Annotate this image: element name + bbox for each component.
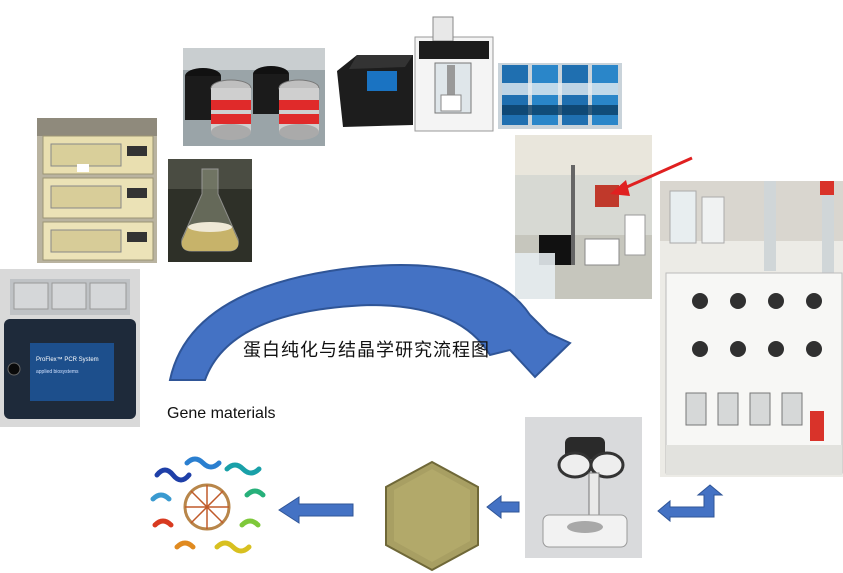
protein-crystal-hexagon [385,460,479,572]
red-pointer-arrow [610,156,693,196]
workflow-curved-arrow [168,264,572,381]
flow-arrow-crystal-to-structure [278,496,354,524]
flow-arrow-microscope-to-crystal [486,494,520,520]
gene-materials-label: Gene materials [167,405,276,422]
pcr-screen-text: ProFlex™ PCR System [36,357,99,363]
protein-structure-model [150,456,266,554]
stereo-microscope-photo [525,417,642,558]
pcr-machine-photo: ProFlex™ PCR System applied biosystems [0,269,140,427]
diagram-title: 蛋白纯化与结晶学研究流程图 [243,340,490,361]
sonicator-photo [333,15,495,133]
culture-flask-photo [168,159,252,262]
filter-bottles-photo [498,63,622,129]
akta-purifier-photo [660,181,843,477]
centrifuge-buckets-photo [183,48,325,146]
pcr-brand-text: applied biosystems [36,369,79,375]
lab-bench-photo [515,135,652,299]
shaker-incubator-photo [37,118,157,263]
flow-arrow-purifier-to-microscope [657,484,724,523]
